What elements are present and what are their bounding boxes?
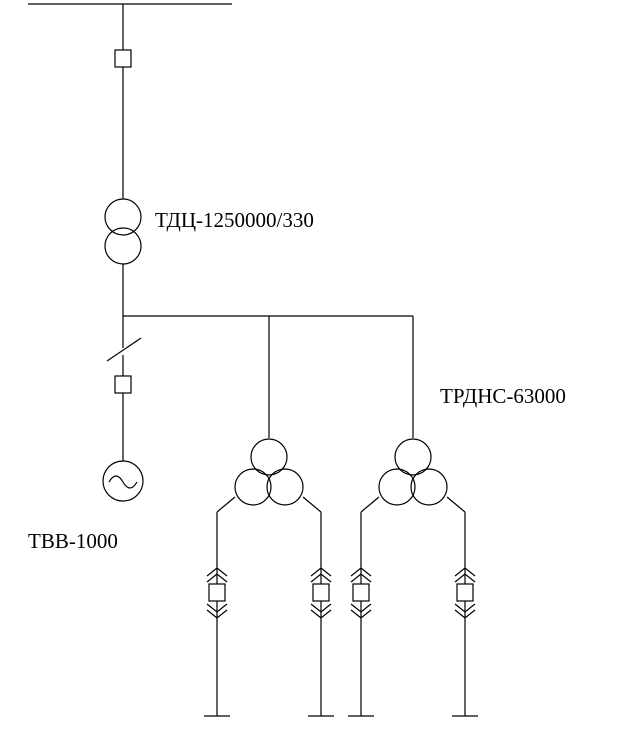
generator-label: ТВВ-1000	[28, 529, 118, 553]
disconnector-blade	[106, 337, 142, 362]
generator-circuit	[106, 316, 142, 461]
switchgear-cells	[204, 512, 478, 717]
switchgear-cell-2	[308, 512, 334, 717]
main-transformer-label: ТДЦ-1250000/330	[155, 208, 314, 232]
aux-transformer-2-symbol	[360, 438, 466, 513]
main-circuit-breaker	[114, 49, 132, 68]
switchgear-cell-4	[452, 512, 478, 717]
aux-transformer-1-symbol	[216, 438, 322, 513]
switchgear-cell-3	[348, 512, 374, 717]
aux-transformer-label: ТРДНС-63000	[440, 384, 566, 408]
generator-circuit-breaker	[114, 375, 132, 394]
main-transformer-symbol	[104, 198, 142, 265]
generator-symbol	[102, 460, 144, 502]
aux-tap-bus	[123, 315, 414, 438]
switchgear-cell-1	[204, 512, 230, 717]
